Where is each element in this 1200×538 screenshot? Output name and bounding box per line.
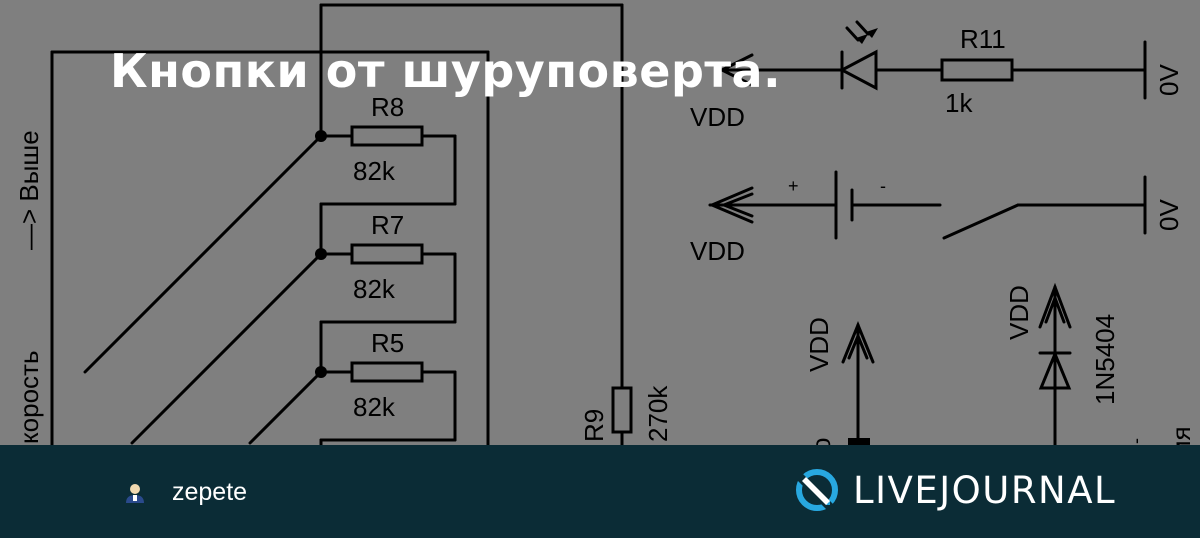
r5-ref-label: R5	[371, 328, 404, 358]
vdd-label-battery: VDD	[690, 236, 745, 266]
author-name[interactable]: zepete	[172, 478, 248, 506]
r5-value-label: 82k	[353, 392, 396, 422]
r9-value-label: 270k	[643, 385, 673, 442]
r7-ref-label: R7	[371, 210, 404, 240]
author-link[interactable]: zepete	[124, 478, 247, 507]
r9-ref-label: R9	[579, 409, 609, 442]
ground-label-switch: 0V	[1154, 199, 1184, 231]
footer-bar	[0, 445, 1200, 538]
speed-label: корость	[14, 350, 44, 444]
livejournal-brand[interactable]: LIVEJOURNAL	[793, 466, 1116, 514]
battery-minus-label: -	[880, 176, 886, 196]
battery-plus-label: +	[788, 176, 799, 196]
circuit-schematic: R8 82k R7 82k R5 82k R9 270k R11 1k VDD …	[14, 3, 1196, 445]
livejournal-wordmark: LIVEJOURNAL	[853, 468, 1117, 512]
r8-ref-label: R8	[371, 92, 404, 122]
vdd-label-diode: VDD	[1004, 285, 1034, 340]
partial-iya-label: ия	[1166, 426, 1196, 445]
r11-value-label: 1k	[945, 88, 973, 118]
livejournal-logo-icon	[796, 469, 838, 511]
partial-o-label: o	[806, 438, 836, 445]
vdd-label-led: VDD	[690, 102, 745, 132]
user-icon	[126, 483, 144, 503]
vdd-label-middle: VDD	[804, 317, 834, 372]
r8-value-label: 82k	[353, 156, 396, 186]
r7-value-label: 82k	[353, 274, 396, 304]
partial-dash-label: -	[1126, 438, 1146, 444]
higher-label: —> Выше	[14, 130, 44, 250]
ground-label-top: 0V	[1154, 64, 1184, 96]
r11-ref-label: R11	[960, 24, 1006, 54]
post-title: Кнопки от шуруповерта.	[110, 44, 782, 98]
diode-part-label: 1N5404	[1090, 314, 1120, 405]
